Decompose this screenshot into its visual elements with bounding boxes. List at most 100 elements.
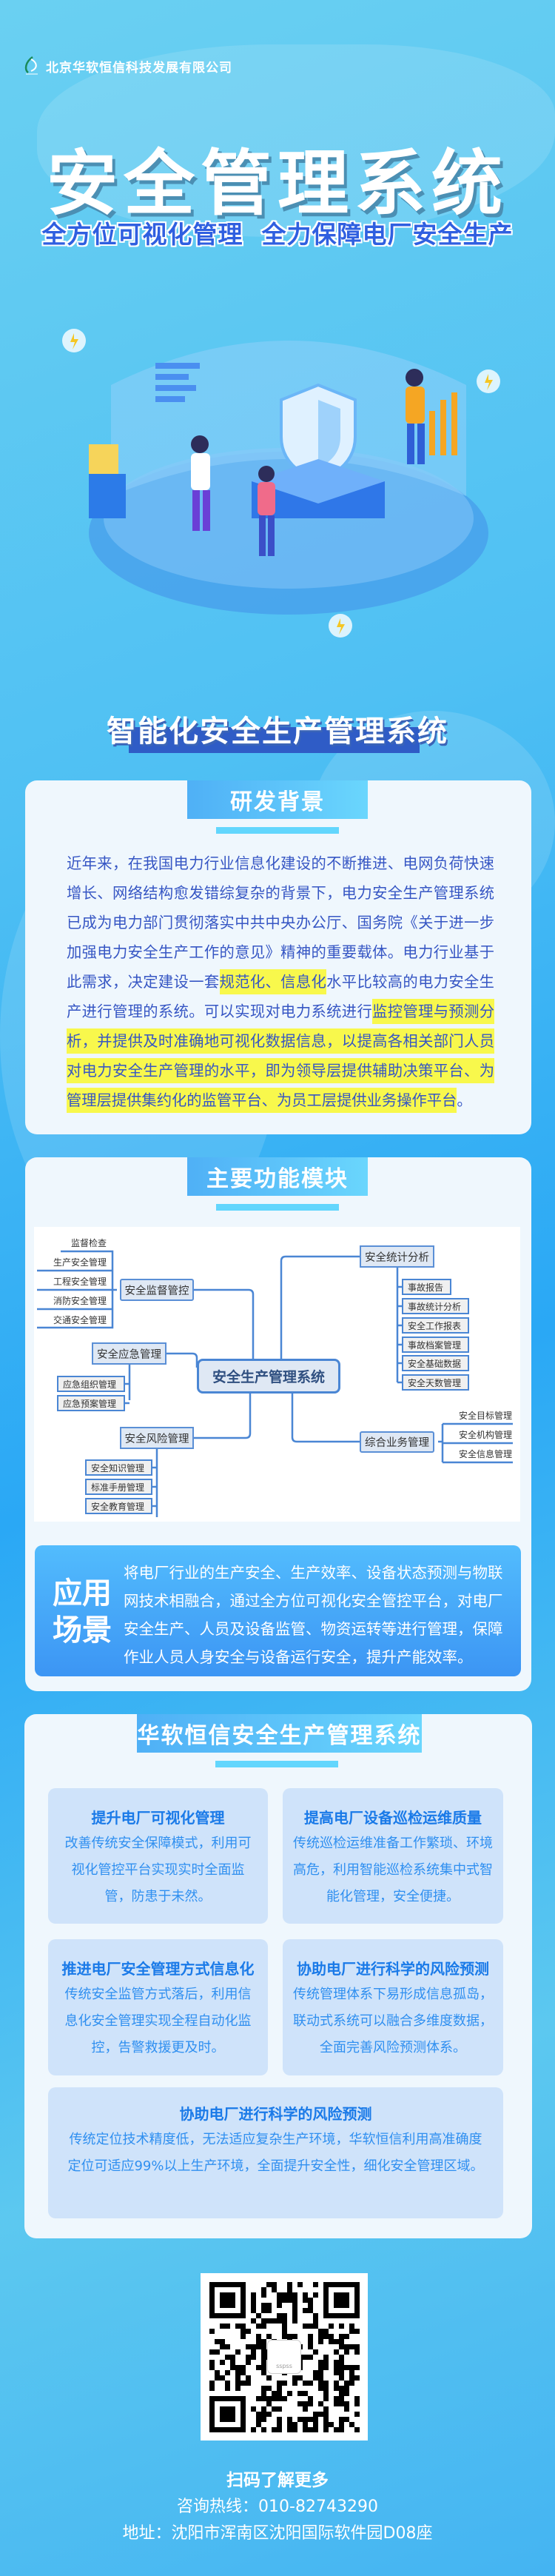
qr-module (297, 2282, 303, 2287)
qr-module (261, 2417, 266, 2422)
qr-module (261, 2391, 266, 2396)
qr-code[interactable]: sspss (201, 2273, 368, 2440)
qr-module (344, 2401, 349, 2406)
mindmap-leaf: 安全教育管理 (85, 1498, 152, 1514)
qr-module (261, 2344, 266, 2349)
qr-module (251, 2318, 256, 2324)
qr-module (308, 2427, 313, 2432)
qr-module (240, 2329, 246, 2334)
qr-module (313, 2427, 318, 2432)
qr-module (354, 2412, 360, 2417)
company-logo-icon (24, 56, 38, 75)
qr-module (287, 2422, 292, 2427)
qr-module (313, 2422, 318, 2427)
qr-module (344, 2386, 349, 2391)
qr-module (261, 2406, 266, 2412)
qr-module (277, 2313, 282, 2318)
paragraph-text: 。 (457, 1091, 472, 1109)
qr-module (329, 2422, 334, 2427)
feature-body: 传统定位技术精度低，无法适应复杂生产环境，华软恒信利用高准确度定位可适应99%以… (67, 2132, 484, 2174)
qr-center-logo: sspss (267, 2340, 301, 2374)
qr-module (261, 2349, 266, 2355)
qr-module (323, 2412, 329, 2417)
qr-module (261, 2287, 266, 2292)
qr-module (323, 2329, 329, 2334)
company-header: 北京华软恒信科技发展有限公司 (22, 55, 232, 77)
qr-module (246, 2360, 251, 2365)
qr-module (225, 2344, 230, 2349)
mindmap-leaf: 消防安全管理 (53, 1296, 107, 1306)
mindmap-leaf: 安全工作报表 (402, 1317, 469, 1334)
qr-module (220, 2339, 225, 2344)
qr-module (323, 2360, 329, 2365)
qr-module (256, 2417, 261, 2422)
bg-wave (37, 44, 555, 237)
qr-module (209, 2386, 215, 2391)
mindmap-leaf: 事故档案管理 (402, 1336, 469, 1353)
qr-module (339, 2391, 344, 2396)
qr-module (209, 2381, 215, 2386)
qr-module (261, 2412, 266, 2417)
qr-module (251, 2349, 256, 2355)
qr-module (297, 2375, 303, 2381)
qr-module (339, 2344, 344, 2349)
qr-module (292, 2381, 297, 2386)
qr-module (261, 2360, 266, 2365)
qr-module (303, 2401, 308, 2406)
qr-module (334, 2339, 339, 2344)
qr-module (261, 2303, 266, 2308)
qr-module (282, 2329, 287, 2334)
qr-module (344, 2349, 349, 2355)
qr-module (261, 2324, 266, 2329)
feature-card: 协助电厂进行科学的风险预测 传统管理体系下易形成信息孤岛，联动式系统可以融合多维… (283, 1939, 503, 2075)
qr-module (344, 2381, 349, 2386)
qr-module (313, 2324, 318, 2329)
qr-module (339, 2396, 344, 2401)
qr-module (256, 2412, 261, 2417)
qr-module (277, 2396, 282, 2401)
qr-module (277, 2303, 282, 2308)
qr-module (334, 2349, 339, 2355)
qr-module (318, 2334, 323, 2339)
qr-module (313, 2412, 318, 2417)
qr-module (209, 2360, 215, 2365)
mindmap-branch: 安全统计分析 (360, 1245, 434, 1268)
qr-module (354, 2427, 360, 2432)
qr-module (251, 2344, 256, 2349)
application-label-line: 应用 (53, 1576, 112, 1610)
qr-module (323, 2334, 329, 2339)
qr-module (334, 2427, 339, 2432)
qr-module (235, 2375, 240, 2381)
qr-module (272, 2282, 277, 2287)
qr-module (318, 2360, 323, 2365)
application-text: 将电厂行业的生产安全、生产效率、设备状态预测与物联网技术相融合，通过全方位可视化… (124, 1564, 503, 1666)
qr-module (313, 2375, 318, 2381)
mindmap-leaf: 安全基础数据 (402, 1355, 469, 1371)
qr-module (256, 2344, 261, 2349)
qr-module (308, 2396, 313, 2401)
application-scenario-box: 应用 场景 将电厂行业的生产安全、生产效率、设备状态预测与物联网技术相融合，通过… (35, 1545, 521, 1676)
qr-module (349, 2381, 354, 2386)
qr-module (266, 2386, 272, 2391)
qr-module (277, 2292, 282, 2298)
qr-module (235, 2324, 240, 2329)
qr-module (303, 2406, 308, 2412)
qr-module (215, 2370, 220, 2375)
qr-module (282, 2292, 287, 2298)
qr-module (318, 2329, 323, 2334)
qr-module (272, 2427, 277, 2432)
qr-module (235, 2349, 240, 2355)
hero-title: 安全管理系统 (47, 142, 508, 225)
mindmap-branch: 安全监督管控 (120, 1279, 194, 1301)
qr-module (313, 2282, 318, 2287)
qr-module (354, 2349, 360, 2355)
qr-module (339, 2324, 344, 2329)
qr-module (334, 2401, 339, 2406)
title-underline (216, 1204, 339, 1211)
qr-module (261, 2339, 266, 2344)
qr-module (313, 2349, 318, 2355)
qr-module (215, 2375, 220, 2381)
background-paragraph: 近年来，在我国电力行业信息化建设的不断推进、电网负荷快速增长、网络结构愈发错综复… (67, 849, 494, 1115)
modules-title: 主要功能模块 (187, 1157, 368, 1196)
qr-module (339, 2334, 344, 2339)
